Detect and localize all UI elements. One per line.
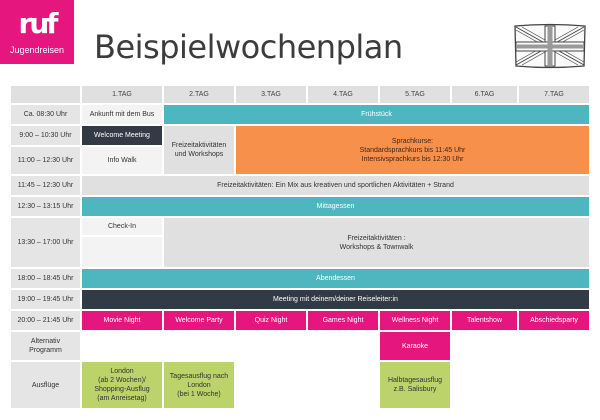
row-trips: Ausflüge London (ab 2 Wochen)/ Shopping-… [11,362,589,408]
karaoke-cell: Karaoke [380,332,450,360]
row-0900: 9:00 – 10:30 Uhr Welcome Meeting Freizei… [11,126,589,174]
language-course-cell: Sprachkurse: Standardsprachkurs bis 11:4… [236,126,589,174]
evening-event-6: Talentshow [452,311,517,330]
row-1330a: 13:30 – 17:00 Uhr Check-In Freizeitaktiv… [11,218,589,267]
row-0830: Ca. 08:30 Uhr Ankunft mit dem Bus Frühst… [11,105,589,124]
day-header-6: 6.TAG [452,86,517,103]
alt-program-label: Alternativ Programm [11,332,80,360]
info-walk-cell: Info Walk [82,147,162,174]
time-label: 19:00 – 19:45 Uhr [11,290,80,309]
row-2000: 20:00 – 21:45 Uhr Movie Night Welcome Pa… [11,311,589,330]
uk-flag-icon [514,23,586,69]
dinner-cell: Abendessen [82,269,589,288]
corner-cell [11,86,80,103]
time-label: 13:30 – 17:00 Uhr [11,218,80,267]
time-label: 11:00 – 12:30 Uhr [11,147,80,174]
evening-event-3: Quiz Night [236,311,306,330]
evening-event-4: Games Night [308,311,378,330]
lunch-cell: Mittagessen [82,197,589,216]
row-alternative: Alternativ Programm Karaoke [11,332,589,360]
day-header-3: 3.TAG [236,86,306,103]
guide-meeting-cell: Meeting mit deinem/deiner Reiseleiter:in [82,290,589,309]
logo-subtitle: Jugendreisen [9,45,65,55]
day-header-4: 4.TAG [308,86,378,103]
day-header-1: 1.TAG [82,86,162,103]
time-label: Ca. 08:30 Uhr [11,105,80,124]
day-header-7: 7.TAG [519,86,589,103]
row-1800: 18:00 – 18:45 Uhr Abendessen [11,269,589,288]
breakfast-cell: Frühstück [164,105,589,124]
check-in-free-cell [82,237,162,267]
trips-label: Ausflüge [11,362,80,408]
ruf-logo: ruf Jugendreisen [0,0,74,64]
check-in-cell: Check-In [82,218,162,235]
page-title: Beispielwochenplan [94,28,403,66]
trip-day-2: Tagesausflug nach London (bei 1 Woche) [164,362,234,408]
time-label: 18:00 – 18:45 Uhr [11,269,80,288]
welcome-meeting-cell: Welcome Meeting [82,126,162,145]
time-label: 12:30 – 13:15 Uhr [11,197,80,216]
row-1100: 11:00 – 12:30 Uhr Info Walk [11,147,589,174]
row-1230: 12:30 – 13:15 Uhr Mittagessen [11,197,589,216]
time-label: 9:00 – 10:30 Uhr [11,126,80,145]
trip-day-5: Halbtagesausflug z.B. Salisbury [380,362,450,408]
evening-event-1: Movie Night [82,311,162,330]
time-label: 11:45 – 12:30 Uhr [11,176,80,195]
leisure-workshops-cell: Freizeitaktivitäten und Workshops [164,126,234,174]
logo-mark: ruf [18,7,59,40]
day-header-2: 2.TAG [164,86,234,103]
arrival-cell: Ankunft mit dem Bus [82,105,162,124]
leisure-mix-cell: Freizeitaktivitäten: Ein Mix aus kreativ… [82,176,589,195]
evening-event-5: Wellness Night [380,311,450,330]
evening-event-7: Abschiedsparty [519,311,589,330]
time-label: 20:00 – 21:45 Uhr [11,311,80,330]
evening-event-2: Welcome Party [164,311,234,330]
afternoon-leisure-cell: Freizeitaktivitäten : Workshops & Townwa… [164,218,589,267]
week-plan-table: 1.TAG 2.TAG 3.TAG 4.TAG 5.TAG 6.TAG 7.TA… [9,84,591,410]
row-1900: 19:00 – 19:45 Uhr Meeting mit deinem/dei… [11,290,589,309]
row-1145: 11:45 – 12:30 Uhr Freizeitaktivitäten: E… [11,176,589,195]
day-header-5: 5.TAG [380,86,450,103]
trip-day-1: London (ab 2 Wochen)/ Shopping-Ausflug (… [82,362,162,408]
row-1330b [11,237,589,267]
header-row: 1.TAG 2.TAG 3.TAG 4.TAG 5.TAG 6.TAG 7.TA… [11,86,589,103]
